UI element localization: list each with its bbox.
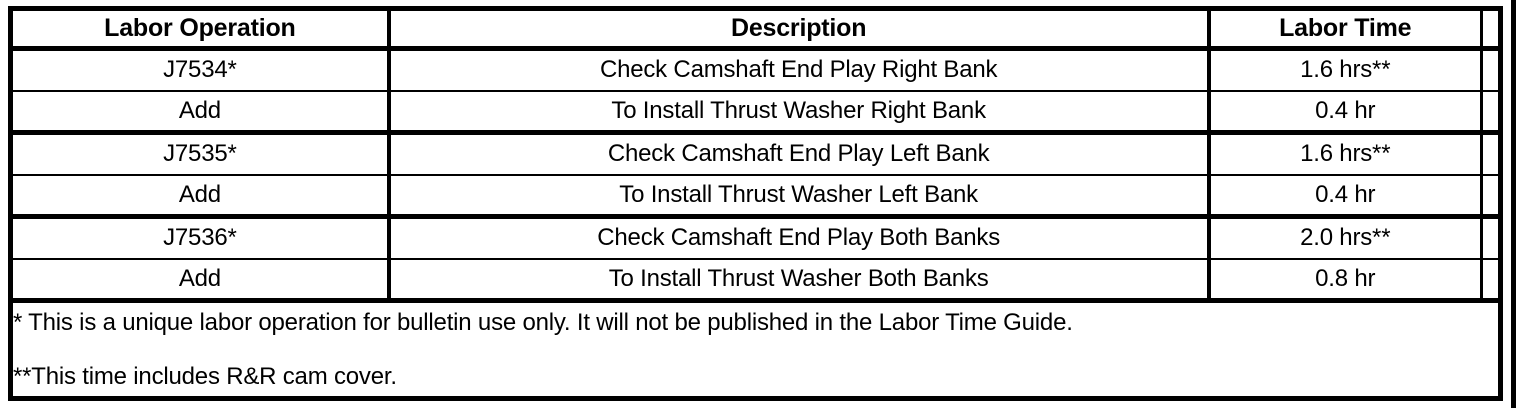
table-row: J7534* Check Camshaft End Play Right Ban… — [10, 48, 1501, 92]
cell-description: Check Camshaft End Play Left Bank — [388, 132, 1211, 176]
column-header-labor-operation: Labor Operation — [10, 8, 391, 51]
cell-labor-operation: Add — [10, 174, 391, 219]
cell-labor-time: 0.8 hr — [1208, 258, 1483, 303]
table-header-row: Labor Operation Description Labor Time — [10, 8, 1501, 51]
cell-spacer — [1481, 174, 1501, 219]
cell-spacer — [1481, 48, 1501, 92]
page-right-edge-rule — [1511, 0, 1516, 408]
labor-operation-table: Labor Operation Description Labor Time J… — [8, 6, 1503, 401]
column-header-description: Description — [388, 8, 1211, 51]
table-row: J7535* Check Camshaft End Play Left Bank… — [10, 132, 1501, 176]
cell-labor-time: 0.4 hr — [1208, 90, 1483, 135]
cell-spacer — [1481, 216, 1501, 260]
table-row: Add To Install Thrust Washer Both Banks … — [10, 258, 1501, 303]
cell-description: To Install Thrust Washer Right Bank — [388, 90, 1211, 135]
cell-labor-operation: Add — [10, 258, 391, 303]
column-header-labor-time: Labor Time — [1208, 8, 1483, 51]
column-header-spacer — [1481, 8, 1501, 51]
cell-labor-operation: J7535* — [10, 132, 391, 176]
table-header: Labor Operation Description Labor Time — [10, 8, 1501, 51]
table-row: Add To Install Thrust Washer Right Bank … — [10, 90, 1501, 135]
table-footnote-row: * This is a unique labor operation for b… — [10, 300, 1501, 399]
cell-description: To Install Thrust Washer Left Bank — [388, 174, 1211, 219]
cell-spacer — [1481, 132, 1501, 176]
cell-labor-time: 1.6 hrs** — [1208, 132, 1483, 176]
cell-labor-operation: Add — [10, 90, 391, 135]
cell-labor-time: 1.6 hrs** — [1208, 48, 1483, 92]
footnote-single-asterisk: * This is a unique labor operation for b… — [13, 308, 1073, 336]
table-row: Add To Install Thrust Washer Left Bank 0… — [10, 174, 1501, 219]
cell-labor-time: 2.0 hrs** — [1208, 216, 1483, 260]
cell-labor-time: 0.4 hr — [1208, 174, 1483, 219]
cell-spacer — [1481, 258, 1501, 303]
footnote-cell: * This is a unique labor operation for b… — [10, 300, 1501, 399]
cell-description: Check Camshaft End Play Both Banks — [388, 216, 1211, 260]
table-row: J7536* Check Camshaft End Play Both Bank… — [10, 216, 1501, 260]
cell-labor-operation: J7536* — [10, 216, 391, 260]
table-body: J7534* Check Camshaft End Play Right Ban… — [10, 48, 1501, 399]
footnote-double-asterisk: **This time includes R&R cam cover. — [13, 362, 397, 390]
cell-labor-operation: J7534* — [10, 48, 391, 92]
cell-spacer — [1481, 90, 1501, 135]
cell-description: To Install Thrust Washer Both Banks — [388, 258, 1211, 303]
cell-description: Check Camshaft End Play Right Bank — [388, 48, 1211, 92]
